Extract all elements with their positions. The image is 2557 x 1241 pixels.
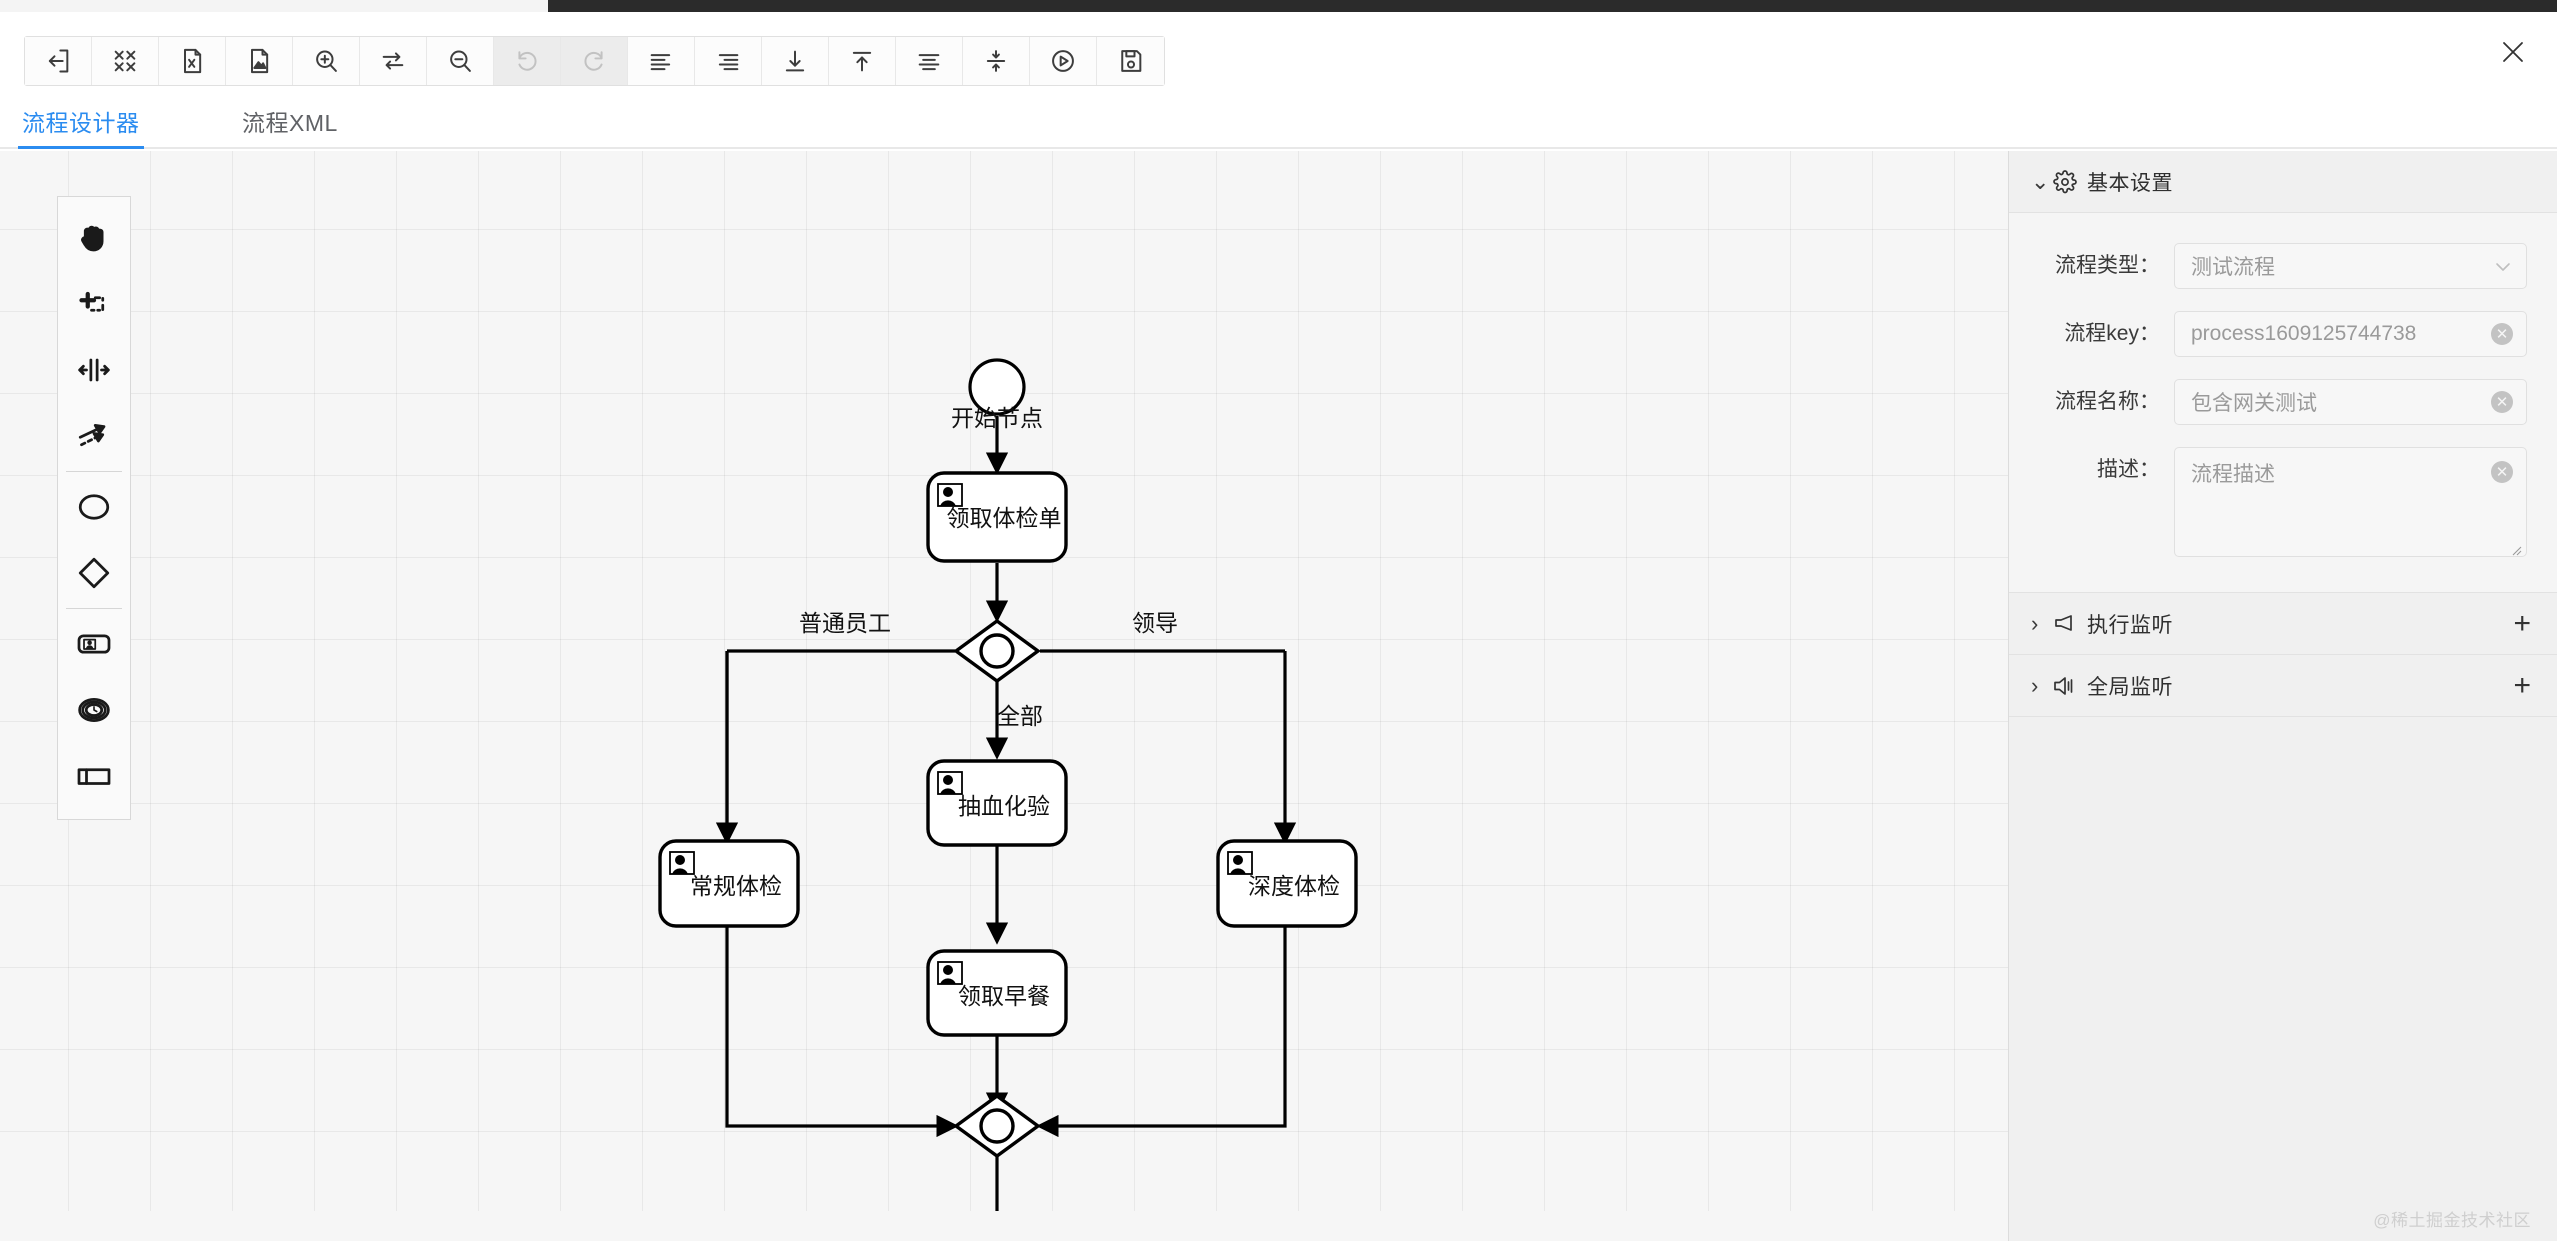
redo-icon[interactable] bbox=[561, 37, 628, 85]
palette-divider bbox=[66, 471, 122, 472]
timer-event-icon[interactable] bbox=[58, 677, 130, 743]
section-basic-settings-title: 基本设置 bbox=[2087, 171, 2173, 195]
tab-flow-xml[interactable]: 流程XML bbox=[242, 110, 338, 136]
tab-flow-designer[interactable]: 流程设计器 bbox=[18, 104, 144, 149]
field-process-name-label: 流程名称： bbox=[2055, 390, 2160, 413]
close-icon[interactable] bbox=[2491, 30, 2535, 74]
speaker-icon bbox=[2053, 675, 2087, 697]
field-process-type: 流程类型： bbox=[2009, 243, 2527, 289]
label-task5: 领取早餐 bbox=[958, 983, 1050, 1009]
flow-task3-gateway2 bbox=[725, 926, 959, 1138]
palette-divider-2 bbox=[66, 608, 122, 609]
canvas-bottom-bar bbox=[0, 1211, 2008, 1241]
label-flow-leader: 领导 bbox=[1132, 610, 1178, 636]
toolbar bbox=[24, 36, 1165, 86]
process-type-select[interactable] bbox=[2174, 243, 2527, 289]
simulation-icon[interactable] bbox=[1030, 37, 1097, 85]
watermark: @稀土掘金技术社区 bbox=[2373, 1211, 2531, 1230]
bpmn-canvas[interactable]: 开始节点 领取体检单 抽血化验 常规体检 深度体检 领取早餐 结束节点 普通员工… bbox=[0, 151, 2008, 1211]
user-task-glyph bbox=[1227, 851, 1253, 875]
clear-icon[interactable]: ✕ bbox=[2491, 461, 2513, 483]
pool-icon[interactable] bbox=[58, 743, 130, 809]
chevron-right-icon[interactable]: › bbox=[2031, 610, 2039, 636]
align-center-icon[interactable] bbox=[896, 37, 963, 85]
align-bottom-icon[interactable] bbox=[762, 37, 829, 85]
section-execution-listener-title: 执行监听 bbox=[2087, 613, 2173, 637]
section-execution-listener-header[interactable]: › 执行监听 + bbox=[2009, 593, 2557, 655]
chevron-right-icon[interactable]: › bbox=[2031, 672, 2039, 698]
fit-viewport-icon[interactable] bbox=[92, 37, 159, 85]
field-process-key-label: 流程key： bbox=[2064, 322, 2160, 345]
window-title-strip bbox=[0, 0, 2557, 12]
add-execution-listener-button[interactable]: + bbox=[2513, 606, 2531, 640]
section-basic-settings-body: 流程类型： 流程key： ✕ 流程名称： bbox=[2009, 213, 2557, 593]
field-description: 描述： ✕ bbox=[2009, 447, 2527, 562]
bpmn-palette bbox=[57, 196, 131, 820]
label-task2: 抽血化验 bbox=[958, 793, 1050, 819]
properties-panel: ⌄ 基本设置 流程类型： bbox=[2008, 151, 2557, 1241]
align-middle-icon[interactable] bbox=[963, 37, 1030, 85]
field-process-name: 流程名称： ✕ bbox=[2009, 379, 2527, 425]
user-task-glyph bbox=[937, 483, 963, 507]
megaphone-icon bbox=[2053, 613, 2087, 635]
label-task4: 深度体检 bbox=[1248, 873, 1340, 899]
node-start-event bbox=[968, 358, 1026, 416]
gateway-icon[interactable] bbox=[58, 540, 130, 606]
start-event-icon[interactable] bbox=[58, 474, 130, 540]
process-key-input[interactable] bbox=[2174, 311, 2527, 357]
clear-icon[interactable]: ✕ bbox=[2491, 391, 2513, 413]
connect-tool-icon[interactable] bbox=[58, 403, 130, 469]
align-top-icon[interactable] bbox=[829, 37, 896, 85]
label-task3: 常规体检 bbox=[690, 873, 782, 899]
hand-tool-icon[interactable] bbox=[58, 205, 130, 271]
user-task-glyph bbox=[937, 771, 963, 795]
export-image-icon[interactable] bbox=[226, 37, 293, 85]
export-xml-icon[interactable] bbox=[159, 37, 226, 85]
label-flow-all: 全部 bbox=[997, 703, 1043, 729]
section-global-listener-header[interactable]: › 全局监听 + bbox=[2009, 655, 2557, 717]
undo-icon[interactable] bbox=[494, 37, 561, 85]
label-start-node: 开始节点 bbox=[951, 405, 1043, 431]
description-textarea[interactable] bbox=[2174, 447, 2527, 557]
zoom-out-icon[interactable] bbox=[427, 37, 494, 85]
user-task-icon[interactable] bbox=[58, 611, 130, 677]
field-description-label: 描述： bbox=[2097, 458, 2160, 481]
field-process-key: 流程key： ✕ bbox=[2009, 311, 2527, 357]
tab-bar: 流程设计器 流程XML bbox=[0, 96, 2557, 149]
user-task-glyph bbox=[937, 961, 963, 985]
section-global-listener-title: 全局监听 bbox=[2087, 675, 2173, 699]
section-basic-settings-header[interactable]: ⌄ 基本设置 bbox=[2009, 151, 2557, 213]
space-tool-icon[interactable] bbox=[58, 337, 130, 403]
zoom-in-icon[interactable] bbox=[293, 37, 360, 85]
align-right-icon[interactable] bbox=[695, 37, 762, 85]
lasso-tool-icon[interactable] bbox=[58, 271, 130, 337]
label-task1: 领取体检单 bbox=[947, 505, 1062, 531]
add-global-listener-button[interactable]: + bbox=[2513, 668, 2531, 702]
label-flow-normal-employee: 普通员工 bbox=[799, 610, 891, 636]
flow-task4-gateway2 bbox=[1036, 926, 1287, 1138]
process-name-input[interactable] bbox=[2174, 379, 2527, 425]
user-task-glyph bbox=[669, 851, 695, 875]
chevron-down-icon[interactable]: ⌄ bbox=[2031, 168, 2050, 194]
save-icon[interactable] bbox=[1097, 37, 1164, 85]
align-left-icon[interactable] bbox=[628, 37, 695, 85]
bpmn-diagram[interactable]: 开始节点 领取体检单 抽血化验 常规体检 深度体检 领取早餐 结束节点 普通员工… bbox=[0, 151, 2008, 1211]
gear-icon bbox=[2053, 169, 2087, 194]
clear-icon[interactable]: ✕ bbox=[2491, 323, 2513, 345]
field-process-type-label: 流程类型： bbox=[2055, 254, 2160, 277]
zoom-reset-icon[interactable] bbox=[360, 37, 427, 85]
import-icon[interactable] bbox=[25, 37, 92, 85]
